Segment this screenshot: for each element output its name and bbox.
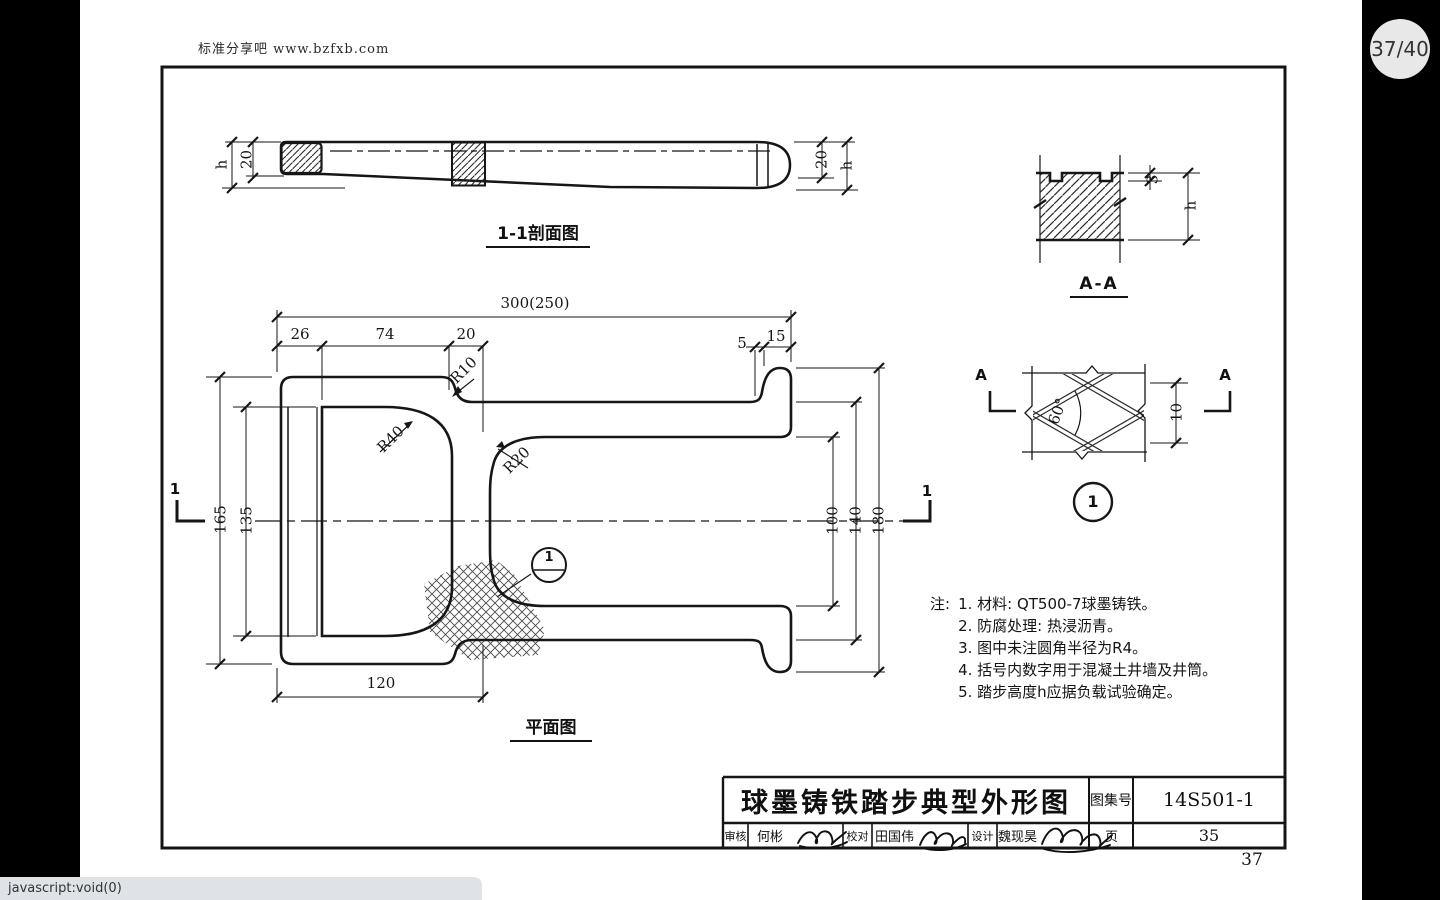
- review-label: 审核: [724, 829, 747, 843]
- dim-h-section-left: h: [212, 159, 231, 170]
- check-label: 校对: [846, 829, 869, 843]
- atlas-number-value: 14S501-1: [1163, 789, 1255, 811]
- note-item: 4. 括号内数字用于混凝土井墙及井筒。: [958, 661, 1218, 679]
- aa-view-title: A-A: [1070, 276, 1128, 298]
- dim-h-section-right: h: [837, 160, 856, 171]
- dim-20-section-right: 20: [812, 149, 831, 170]
- notes-prefix: 注:: [930, 595, 951, 613]
- dim-5: 5: [737, 334, 747, 352]
- note-item: 2. 防腐处理: 热浸沥青。: [958, 617, 1122, 635]
- title-block-title: 球墨铸铁踏步典型外形图: [741, 787, 1071, 819]
- dim-h-aa: h: [1181, 200, 1200, 211]
- dim-10: 10: [1167, 402, 1186, 423]
- designer-name: 魏现昊: [997, 830, 1037, 845]
- dim-15: 15: [766, 327, 786, 345]
- detail-circle-number: 1: [1087, 492, 1099, 511]
- cut-mark-1-left: 1: [169, 480, 181, 498]
- note-item: 5. 踏步高度h应据负载试验确定。: [958, 683, 1182, 701]
- dim-165: 165: [211, 505, 230, 534]
- dim-overall: 300(250): [500, 294, 570, 312]
- dim-180: 180: [869, 506, 888, 535]
- checker-name: 田国伟: [874, 830, 914, 845]
- reviewer-name: 何彬: [756, 830, 783, 845]
- dim-74: 74: [375, 325, 395, 343]
- dim-140: 140: [846, 506, 865, 535]
- page-label: 页: [1104, 830, 1118, 845]
- marker-a-left: A: [975, 366, 987, 384]
- atlas-number-label: 图集号: [1090, 793, 1132, 809]
- section-view-title: 1-1剖面图: [486, 226, 590, 248]
- note-item: 3. 图中未注圆角半径为R4。: [958, 639, 1148, 657]
- dim-20-top: 20: [456, 325, 476, 343]
- dim-20-section-left: 20: [237, 149, 256, 170]
- marker-a-right: A: [1219, 366, 1231, 384]
- plan-callout-number: 1: [544, 550, 554, 565]
- notes-block: 注: 1. 材料: QT500-7球墨铸铁。 2. 防腐处理: 热浸沥青。 3.…: [930, 593, 1286, 703]
- note-item: 1. 材料: QT500-7球墨铸铁。: [958, 595, 1157, 613]
- design-label: 设计: [971, 829, 994, 843]
- dim-26: 26: [290, 325, 310, 343]
- sheet-number: 37: [1241, 850, 1263, 870]
- dim-135: 135: [237, 506, 256, 535]
- cut-mark-1-right: 1: [921, 482, 933, 500]
- page-indicator-badge[interactable]: 37/40: [1370, 19, 1430, 79]
- dim-120: 120: [366, 674, 396, 692]
- dim-3-aa: 3: [1143, 174, 1162, 185]
- status-bar: javascript:void(0): [0, 877, 482, 900]
- plan-view-title: 平面图: [510, 720, 592, 742]
- site-watermark: 标准分享吧 www.bzfxb.com: [198, 42, 390, 57]
- document-page[interactable]: [80, 0, 1362, 900]
- dim-100: 100: [823, 506, 842, 535]
- page-no-value: 35: [1198, 826, 1220, 845]
